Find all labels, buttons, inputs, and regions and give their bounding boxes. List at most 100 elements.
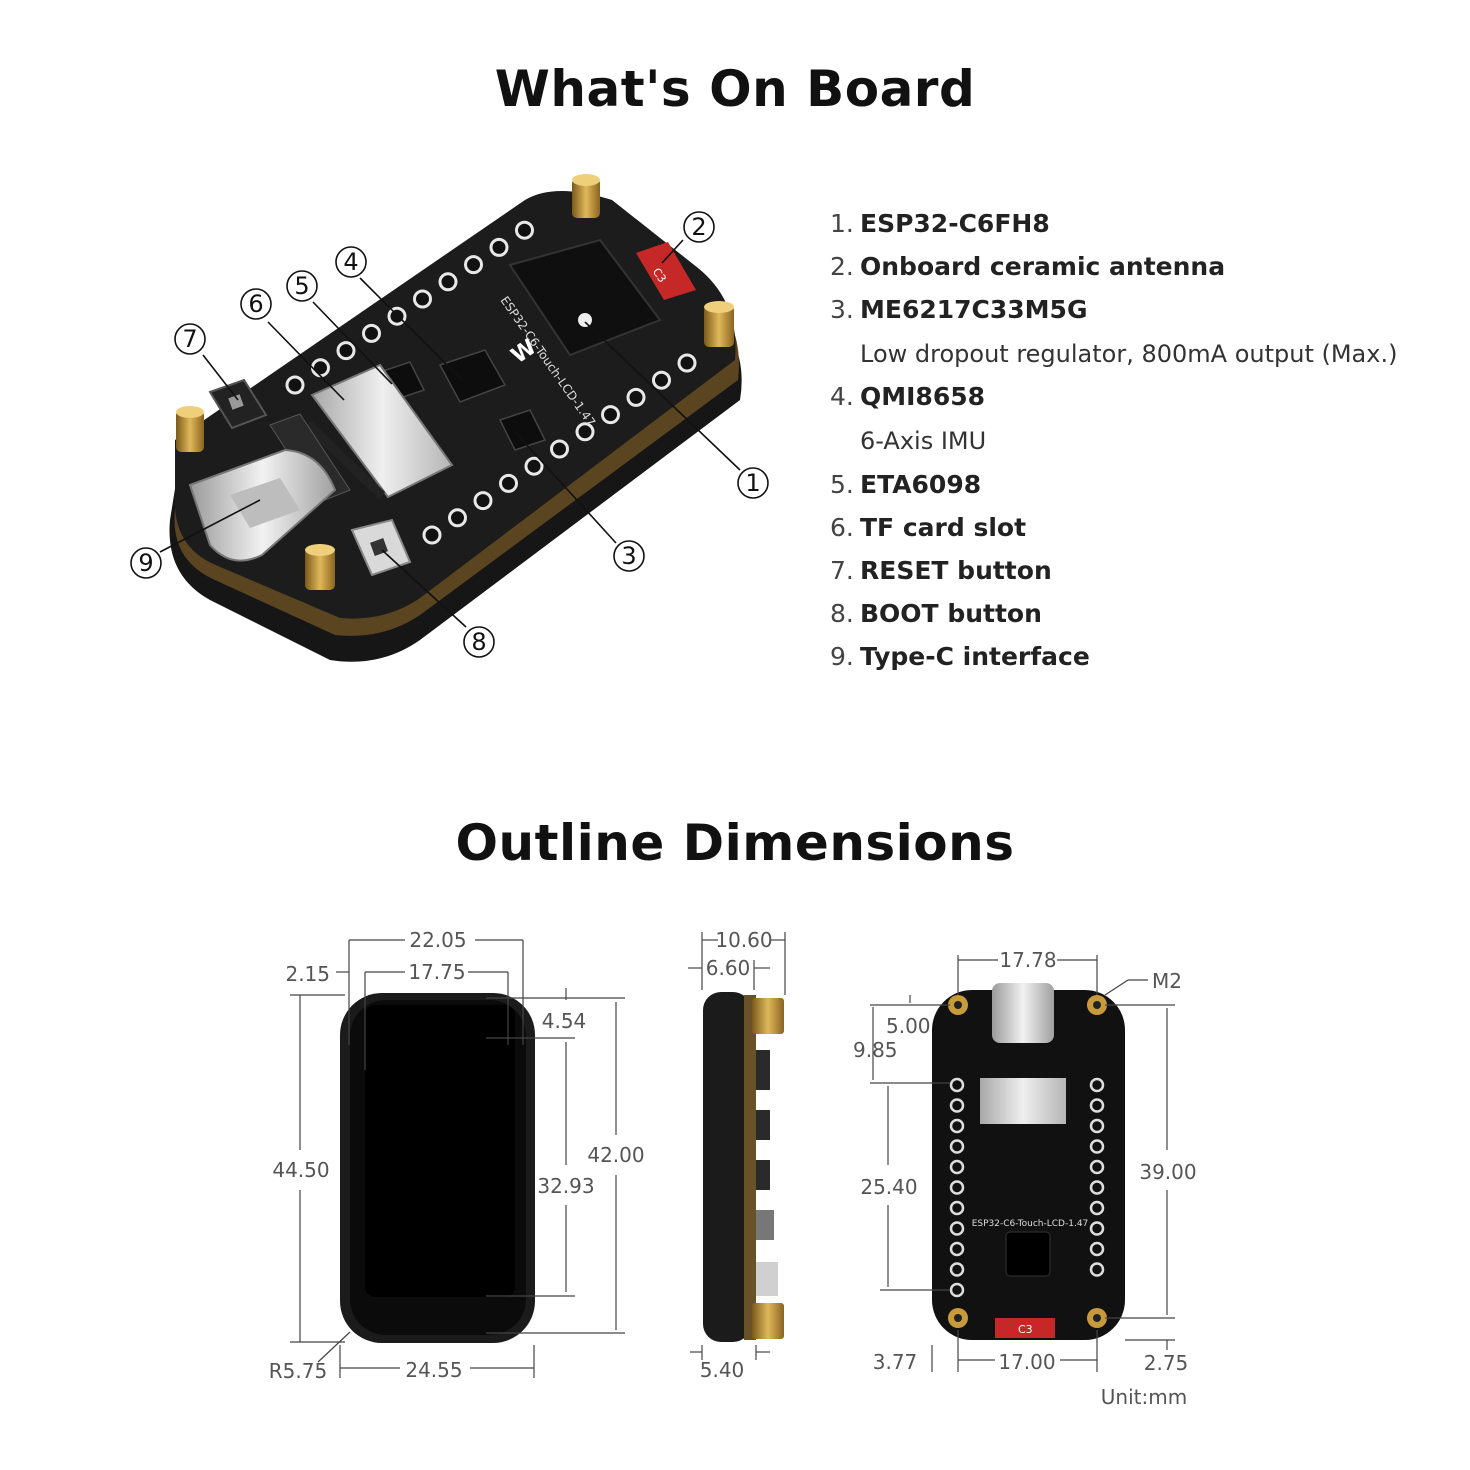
back-left-pad [949, 1262, 965, 1277]
top-header-pad [362, 323, 381, 343]
back-left-pad [949, 1077, 965, 1093]
bottom-header-pad [677, 353, 697, 373]
list-item: 3.ME6217C33M5G [830, 295, 1088, 324]
callout-circle-1 [737, 467, 769, 499]
callout-circle-6 [240, 288, 272, 320]
back-left-pad [949, 1221, 965, 1236]
dim-back-hole-span-w: 17.78 [999, 948, 1056, 972]
bottom-header-pad [422, 525, 442, 545]
dim-front-width-screen: 17.75 [408, 960, 465, 984]
reset-button-illus [208, 378, 268, 430]
back-silk-name: ESP32-C6-Touch-LCD-1.47 [972, 1219, 1089, 1229]
back-pins-right [1089, 1077, 1105, 1277]
back-holes [948, 995, 1107, 1328]
top-header-pad [515, 220, 534, 240]
dim-back-pin-offset: 9.85 [853, 1038, 898, 1062]
esp32-chip [508, 238, 662, 357]
dim-front-height-screen: 32.93 [537, 1174, 594, 1198]
callout-leaders [159, 239, 741, 628]
heading-whats-on-board: What's On Board [494, 60, 976, 118]
back-right-pad [1089, 1241, 1105, 1257]
callout-number-3: 3 [621, 542, 636, 570]
callout-number-1: 1 [745, 469, 760, 497]
dim-side-bottom: 5.40 [700, 1358, 745, 1382]
dim-back-bottom-offset: 2.75 [1144, 1351, 1189, 1375]
top-header-pad [336, 341, 356, 361]
list-item: 5.ETA6098 [830, 470, 982, 499]
ceramic-antenna: C3 [636, 242, 696, 300]
top-header-pad [285, 375, 305, 395]
top-header-pad [413, 289, 432, 309]
top-header-pad [387, 306, 407, 326]
side-case [703, 992, 751, 1342]
back-right-pad [1089, 1139, 1105, 1154]
dim-back-hole-label: M2 [1152, 969, 1182, 993]
dim-back-bottom-span: 17.00 [998, 1350, 1055, 1374]
bottom-header-pad [601, 405, 620, 425]
pin-header-bottom [422, 353, 697, 545]
callout-circle-8 [463, 626, 495, 658]
board-illustration: C3 W ESP32-C6-Touch-LCD-1.47 [130, 174, 769, 662]
dim-front-width-outer: 22.05 [409, 928, 466, 952]
side-pcb [744, 995, 756, 1340]
list-item: 8.BOOT button [830, 599, 1042, 628]
front-screen [365, 1005, 515, 1297]
back-left-pad [949, 1159, 965, 1175]
top-header-pad [438, 272, 458, 292]
standoff-posts [176, 174, 734, 590]
list-item: 9.Type-C interface [830, 642, 1090, 671]
top-header-pad [489, 237, 509, 257]
callout-circle-2 [683, 211, 715, 243]
dim-side-pcb-depth: 6.60 [706, 956, 751, 980]
list-item-desc: 6-Axis IMU [860, 427, 987, 455]
unit-label: Unit:mm [1101, 1385, 1187, 1409]
callout-circle-7 [174, 323, 206, 355]
dim-back-top-offset: 5.00 [886, 1014, 931, 1038]
back-pcb [932, 990, 1125, 1340]
back-esp-chip [1005, 1231, 1051, 1277]
back-tf-slot [980, 1078, 1066, 1124]
back-right-pad [1089, 1098, 1105, 1113]
back-right-pad [1089, 1262, 1105, 1277]
back-left-pad [949, 1241, 965, 1257]
bottom-header-pad [652, 370, 671, 390]
regulator-chip [498, 409, 547, 451]
back-right-pad [1089, 1118, 1105, 1134]
callout-number-4: 4 [343, 248, 358, 276]
side-view: 10.60 6.60 5.40 [688, 928, 786, 1382]
callout-number-7: 7 [182, 325, 197, 353]
callout-number-8: 8 [471, 628, 486, 656]
back-pins-left [949, 1077, 965, 1298]
chip-marker [578, 313, 592, 327]
list-item: 6.TF card slot [830, 513, 1027, 542]
dim-front-left-margin: 2.15 [285, 962, 330, 986]
dim-back-hole-span-h: 39.00 [1139, 1160, 1196, 1184]
dim-back-left-offset: 3.77 [873, 1350, 918, 1374]
back-right-pad [1089, 1200, 1105, 1216]
back-antenna [995, 1318, 1055, 1338]
callout-circle-5 [286, 270, 318, 302]
dim-back-pin-span: 25.40 [860, 1175, 917, 1199]
back-right-pad [1089, 1077, 1105, 1093]
boot-button-illus [350, 518, 412, 577]
callout-number-6: 6 [248, 290, 263, 318]
back-right-pad [1089, 1221, 1105, 1236]
bottom-header-pad [626, 387, 646, 407]
back-left-pad [949, 1180, 965, 1195]
dim-front-height-inner: 42.00 [587, 1143, 644, 1167]
back-right-pad [1089, 1180, 1105, 1195]
dim-front-height-outer: 44.50 [272, 1158, 329, 1182]
callout-circle-3 [613, 540, 645, 572]
back-left-pad [949, 1200, 965, 1216]
imu-chip [438, 349, 507, 403]
heading-outline-dimensions: Outline Dimensions [455, 814, 1015, 872]
bottom-header-pad [524, 456, 544, 476]
callout-number-5: 5 [294, 272, 309, 300]
callout-number-9: 9 [138, 549, 153, 577]
list-item-desc: Low dropout regulator, 800mA output (Max… [860, 340, 1398, 368]
back-usb-c [992, 983, 1054, 1043]
dim-front-width-bottom: 24.55 [405, 1358, 462, 1382]
back-left-pad [949, 1118, 965, 1134]
